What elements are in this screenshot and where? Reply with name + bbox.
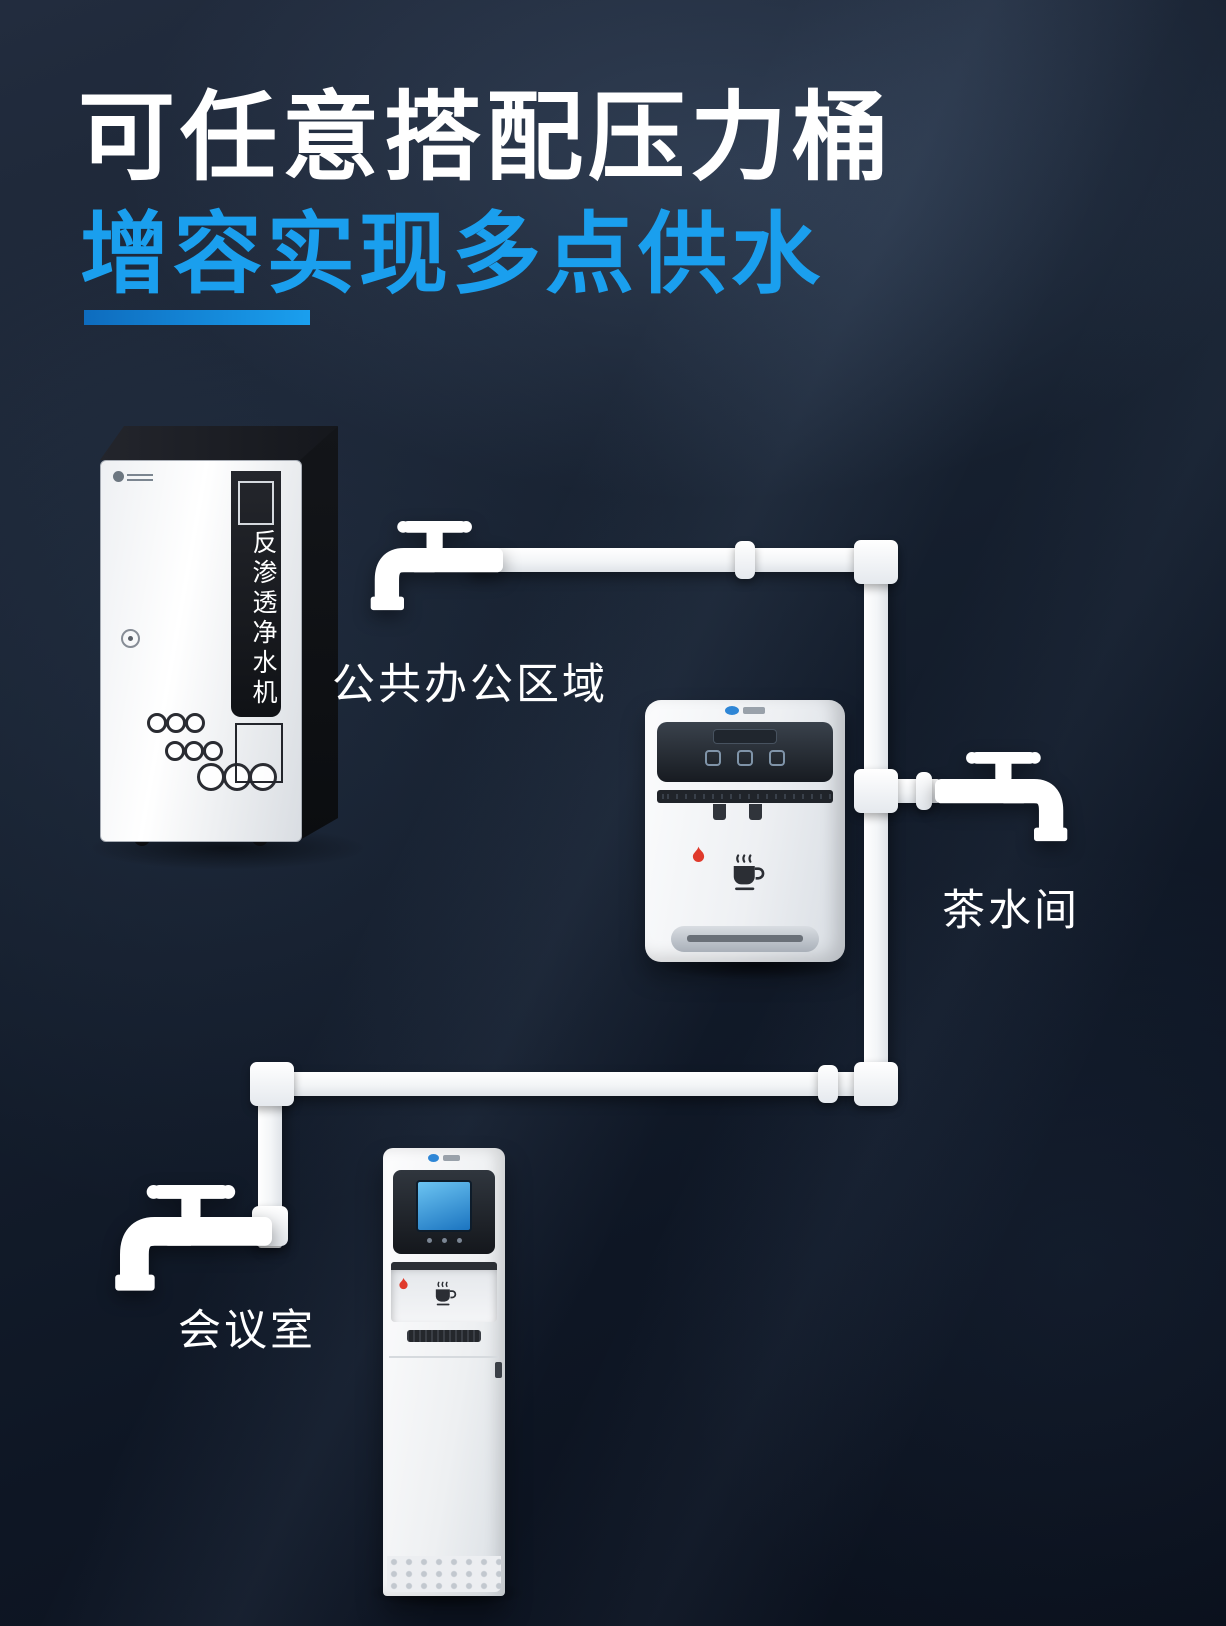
pipe-bottom-horizontal (278, 1072, 888, 1096)
brand-logo-dot (113, 470, 124, 482)
brand-logo-dot (725, 706, 739, 715)
faucet-office-area (368, 521, 503, 625)
cup-icon (166, 713, 186, 733)
label-office-area: 公共办公区域 (332, 661, 608, 709)
touch-key-icon (769, 750, 785, 766)
brand-logo-text-mark (743, 707, 765, 714)
wall-mounted-dispenser (645, 700, 845, 962)
indicator-dots (393, 1238, 495, 1243)
touch-key-icon (705, 750, 721, 766)
label-meeting-room: 会议室 (178, 1307, 316, 1355)
flame-icon (691, 846, 706, 864)
cup-icon (249, 763, 277, 791)
faucet-icon (115, 1185, 272, 1291)
cup-icon (203, 741, 223, 761)
indicator-dot (426, 1238, 432, 1243)
pipe-elbow-bottom-right (854, 1062, 898, 1106)
machine-top-face (100, 426, 338, 460)
drip-grate (407, 1330, 481, 1342)
touch-key-icon (737, 750, 753, 766)
title-underline (84, 310, 310, 325)
faucet-icon (370, 521, 503, 611)
control-panel (393, 1170, 495, 1254)
keyhole-icon (121, 629, 140, 648)
cup-icon (184, 741, 204, 761)
indicator-dot (456, 1238, 462, 1243)
door-lock (495, 1362, 502, 1378)
stripe-logo-box (238, 481, 274, 525)
page-title: 可任意搭配压力桶 (78, 83, 894, 192)
vent-slot (391, 1262, 497, 1270)
drip-tray (671, 926, 819, 952)
pipe-top-horizontal (470, 548, 890, 572)
brand-logo (645, 706, 845, 715)
brand-logo-text-mark (443, 1155, 460, 1161)
panel-window-outline (235, 723, 283, 783)
faucet-icon (935, 752, 1068, 842)
pipe-elbow-top-right (854, 540, 898, 584)
door-seam (389, 1356, 499, 1358)
pipe-right-vertical (864, 548, 888, 1096)
pipe-coupling (735, 541, 755, 579)
faucet-meeting-room (112, 1185, 272, 1308)
water-spout (749, 804, 762, 820)
label-tea-room: 茶水间 (942, 887, 1080, 935)
machine-side-face (300, 426, 338, 840)
pipe-coupling (818, 1065, 838, 1103)
pipe-coupling (916, 772, 932, 810)
display-screen (713, 729, 777, 744)
brand-logo (383, 1154, 505, 1162)
indicator-dot (441, 1238, 447, 1243)
display-screen (416, 1180, 472, 1232)
vent-slot (657, 790, 833, 803)
machine-front-panel: 反渗透净水机 (100, 460, 302, 842)
purifier-side-text: 反渗透净水机 (249, 529, 277, 709)
water-purifier-machine: 反渗透净水机 (100, 426, 338, 846)
flame-icon (398, 1277, 409, 1291)
page-subtitle: 增容实现多点供水 (80, 204, 824, 304)
cup-icon (165, 741, 185, 761)
mug-icon (725, 852, 767, 894)
pipe-elbow-bottom-left (250, 1062, 294, 1106)
brand-logo-text-mark (127, 471, 153, 481)
mug-icon (430, 1280, 458, 1308)
brand-logo (113, 469, 153, 483)
pipe-tee-joint (854, 769, 898, 813)
cup-icon (197, 763, 225, 791)
base-panel (387, 1556, 501, 1592)
faucet-tea-room (935, 752, 1070, 856)
floor-standing-dispenser (383, 1148, 505, 1596)
dispense-recess (391, 1262, 497, 1322)
touch-key-row (657, 750, 833, 766)
cup-icon (185, 713, 205, 733)
cup-icon (147, 713, 167, 733)
side-text-stripe: 反渗透净水机 (231, 471, 281, 717)
water-spout (713, 804, 726, 820)
brand-logo-dot (428, 1154, 439, 1162)
control-panel (657, 722, 833, 782)
